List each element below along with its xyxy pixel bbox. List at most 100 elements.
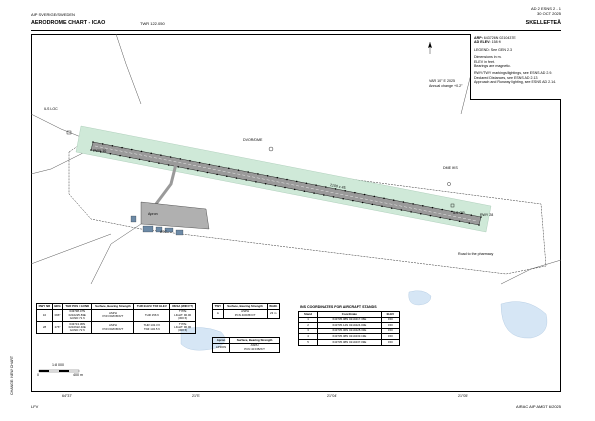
edge-light: [352, 199, 354, 202]
edge-light: [266, 174, 269, 177]
edge-light: [344, 189, 347, 192]
twr-frequency: TWR 122.050: [140, 21, 165, 26]
edge-light: [206, 171, 209, 174]
apron-label: Apron: [148, 212, 158, 216]
edge-light: [420, 212, 422, 215]
road-d: [500, 259, 561, 285]
edge-light: [460, 212, 463, 215]
edge-light: [371, 203, 374, 206]
edge-light: [218, 165, 220, 168]
edge-light: [179, 158, 182, 160]
dims-note-2: ELEV in feet.: [474, 59, 495, 64]
coord-bottom-3: 21°04': [327, 394, 338, 398]
edge-light: [160, 154, 162, 156]
edge-light: [276, 176, 279, 179]
edge-light: [334, 188, 337, 190]
edge-light: [390, 207, 393, 209]
stands-cell: 4: [297, 333, 319, 340]
dvor-symbol: [268, 146, 274, 152]
stands-table-title: INS COORDINATES FOR AIRCRAFT STANDS: [300, 305, 377, 309]
stands-cell: 150: [380, 316, 401, 324]
stands-cell: 150: [380, 322, 401, 329]
apron-area: [140, 201, 210, 230]
edge-light: [441, 208, 444, 211]
runway-edge-lights: [90, 141, 482, 226]
atc-label: ATC: [160, 230, 167, 234]
ils-loc-symbol: [66, 130, 72, 135]
edge-light: [293, 188, 296, 191]
aerodrome-name: SKELLEFTEÅ: [525, 20, 561, 26]
edge-light: [131, 148, 133, 151]
edge-light: [313, 192, 315, 194]
edge-light: [140, 150, 143, 153]
edge-light: [363, 193, 366, 196]
scale-zero: 0: [37, 373, 39, 377]
edge-light: [216, 173, 218, 176]
taxiway-cell: 23 m: [266, 308, 281, 319]
edge-light: [284, 186, 286, 189]
edge-light: [383, 197, 385, 200]
aip-label: AIP SVERIGE/SWEDEN: [31, 12, 75, 17]
edge-light: [119, 154, 121, 157]
edge-light: [148, 160, 150, 163]
edge-light: [111, 144, 114, 147]
scale-label: 1:8 000: [52, 363, 64, 367]
edge-light: [150, 152, 152, 155]
north-arrow: [428, 42, 432, 54]
var-line-1: VAR 10° E 2025: [429, 79, 455, 83]
scale-bar-segment-1: [39, 370, 49, 372]
edge-light: [237, 169, 240, 171]
arp-value: 643726N 0210437E: [483, 36, 516, 40]
taxiway-cell: A: [212, 308, 224, 319]
edge-light: [198, 161, 201, 164]
runway-cell: 10: [36, 308, 53, 323]
edge-light: [325, 186, 327, 188]
edge-light: [361, 201, 364, 204]
road-e: [115, 34, 142, 105]
edge-light: [303, 190, 306, 193]
edge-light: [121, 146, 123, 149]
note-2: Declared Distances, see ESNS AD 2.13: [474, 75, 538, 80]
header-rule: [31, 30, 561, 31]
edge-light: [274, 184, 277, 187]
edge-light: [392, 199, 395, 201]
edge-light: [402, 201, 405, 203]
edge-light: [295, 180, 298, 183]
arp-label: ARP:: [474, 36, 483, 40]
edge-light: [257, 173, 259, 175]
edge-light: [354, 191, 356, 194]
publication-date: 30 OCT 2025: [537, 11, 561, 16]
building-service: [175, 229, 184, 236]
footer-right: AIRAC AIP AMDT 6/2025: [516, 404, 561, 409]
edge-light: [228, 167, 230, 170]
runway-cell: 28: [36, 320, 53, 335]
note-1: RWY/TWY markings/lightings, see ESNS AD …: [474, 71, 553, 76]
elev-label: AD ELEV:: [474, 40, 491, 45]
edge-light: [458, 220, 461, 223]
chart-frame: [31, 34, 561, 392]
scale-bar-segment-2: [59, 370, 69, 372]
edge-light: [468, 222, 471, 224]
stands-cell: 2: [297, 322, 319, 329]
edge-light: [177, 166, 180, 168]
page-ref: AD 2 ESNS 2 - 1: [530, 6, 561, 11]
stands-cell: 1: [297, 316, 319, 324]
buildings: [130, 215, 184, 236]
edge-light: [169, 156, 172, 158]
coord-bottom-1: 64°37': [62, 394, 73, 398]
edge-light: [429, 214, 432, 217]
edge-light: [305, 182, 308, 185]
dvor-label: DVOR/DME: [243, 138, 263, 142]
